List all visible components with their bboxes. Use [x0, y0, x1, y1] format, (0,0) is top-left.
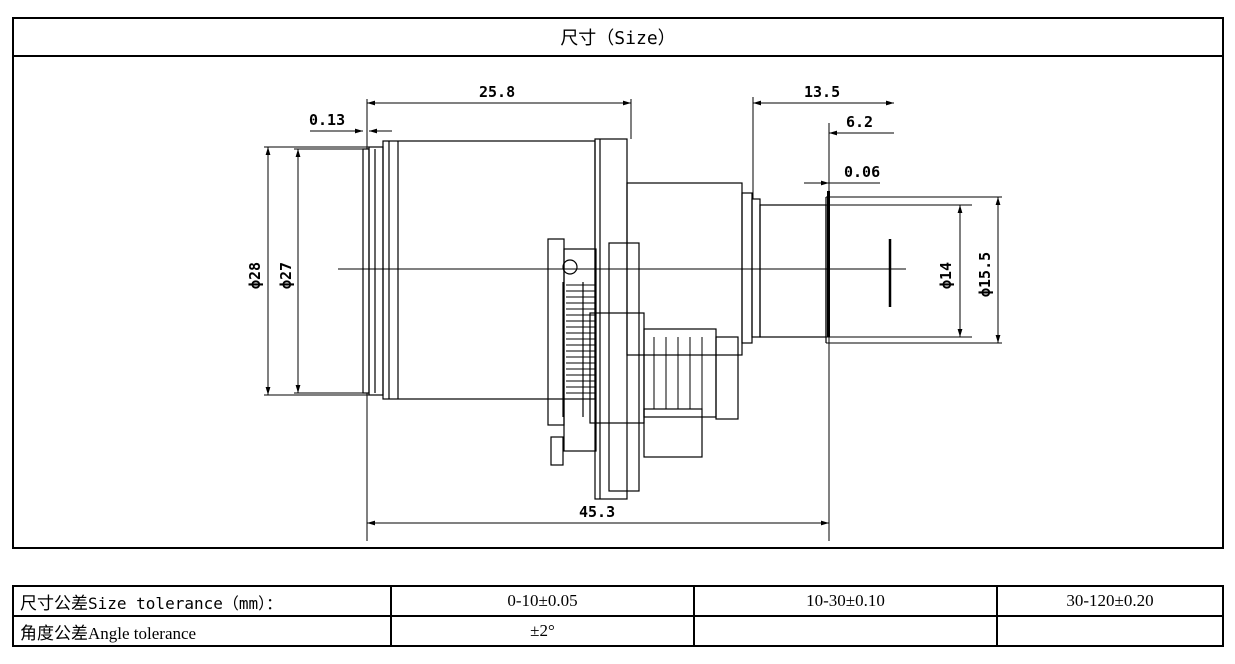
table-cell: 10-30±0.10	[693, 585, 998, 617]
dim-phi14: ϕ14	[937, 262, 955, 289]
table-cell: 30-120±0.20	[996, 585, 1224, 617]
dim-13-5: 13.5	[804, 83, 840, 101]
dim-0-13: 0.13	[309, 111, 345, 129]
table-cell	[996, 615, 1224, 647]
table-row: 尺寸公差Size tolerance（mm）： 0-10±0.05 10-30±…	[12, 585, 1224, 617]
table-cell: 0-10±0.05	[390, 585, 695, 617]
dim-phi27: ϕ27	[277, 262, 295, 289]
dim-25-8: 25.8	[479, 83, 515, 101]
dim-0-06: 0.06	[844, 163, 880, 181]
lens-body	[362, 138, 827, 500]
size-drawing-frame: 尺寸（Size）	[12, 17, 1224, 549]
size-tolerance-label: 尺寸公差Size tolerance（mm）：	[12, 585, 392, 617]
table-cell: ±2°	[390, 615, 695, 647]
knurl-texture	[566, 284, 703, 409]
dimension-lines	[265, 100, 1001, 526]
lens-dimension-drawing: 0.13 25.8 13.5 6.2 0.06 45.3 ϕ28 ϕ27 ϕ14…	[246, 83, 1002, 541]
table-row: 角度公差Angle tolerance ±2°	[12, 615, 1224, 647]
dim-phi15-5: ϕ15.5	[976, 252, 994, 297]
dim-phi28: ϕ28	[246, 262, 264, 289]
extension-lines	[264, 97, 1002, 541]
tolerance-table: 尺寸公差Size tolerance（mm）： 0-10±0.05 10-30±…	[12, 585, 1224, 647]
dim-6-2: 6.2	[846, 113, 873, 131]
drawing-title: 尺寸（Size）	[14, 19, 1222, 57]
table-cell	[693, 615, 998, 647]
dim-45-3: 45.3	[579, 503, 615, 521]
angle-tolerance-label: 角度公差Angle tolerance	[12, 615, 392, 647]
